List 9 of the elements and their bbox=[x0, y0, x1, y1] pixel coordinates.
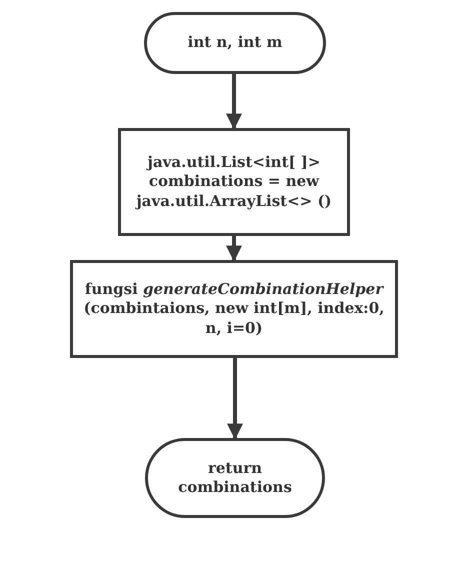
arrow bbox=[227, 358, 243, 440]
node-text: java.util.List<int[ ]> combinations = new java.util.ArrayList<> () bbox=[134, 152, 333, 212]
arrow bbox=[226, 74, 242, 130]
node-text: return combinations bbox=[177, 458, 293, 498]
arrow bbox=[226, 236, 242, 262]
process-box bbox=[70, 260, 398, 358]
node-text: int n, int m bbox=[188, 33, 282, 53]
process-box bbox=[118, 128, 350, 236]
node-text: fungsi generateCombinationHelper (combintaions, new int[m], index:0, n, i=0) bbox=[82, 280, 386, 338]
